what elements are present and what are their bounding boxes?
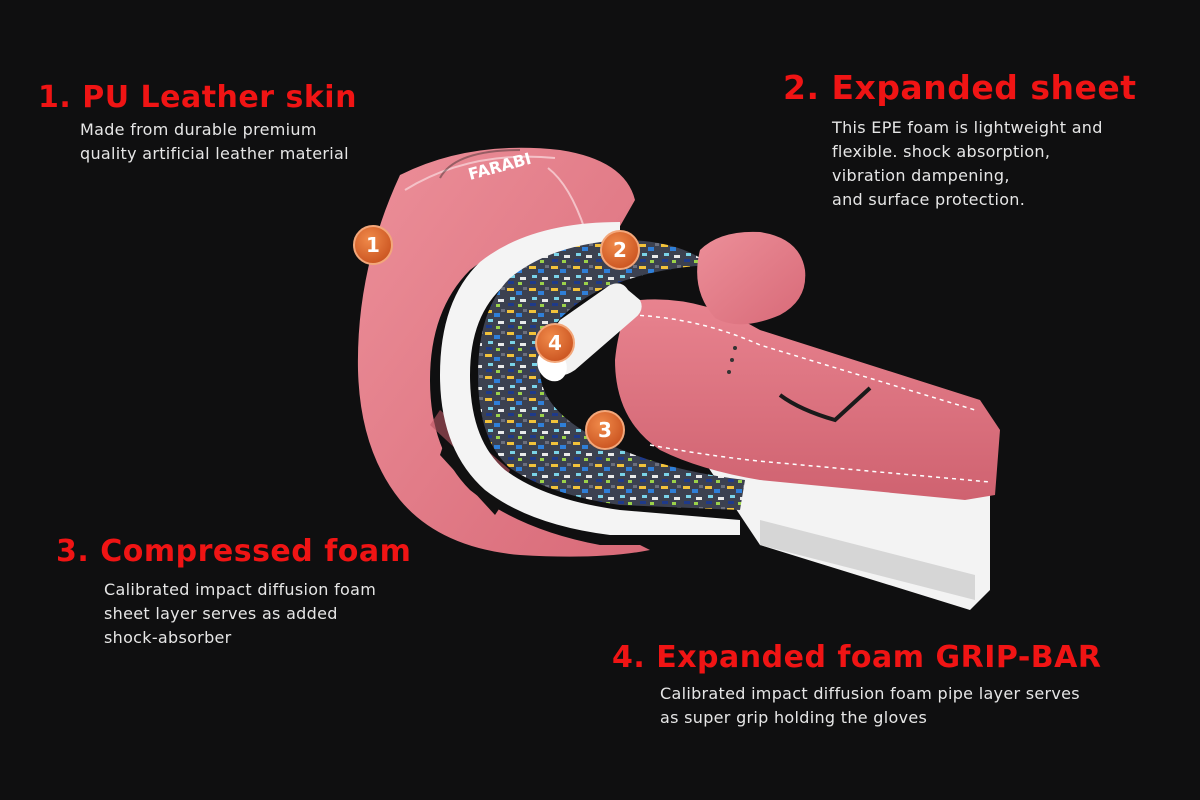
svg-text:2: 2 <box>613 238 627 262</box>
svg-text:1: 1 <box>366 233 380 257</box>
compressed-foam-description: Calibrated impact diffusion foam sheet l… <box>104 578 376 650</box>
layer-badge-3: 3 <box>585 410 625 450</box>
svg-text:3: 3 <box>598 418 612 442</box>
glove-thumb <box>697 231 806 325</box>
description-line: shock-absorber <box>104 628 232 647</box>
layer-badge-2: 2 <box>600 230 640 270</box>
svg-text:4: 4 <box>548 331 562 355</box>
description-line: This EPE foam is lightweight and <box>832 118 1103 137</box>
description-line: flexible. shock absorption, <box>832 142 1051 161</box>
glove-cuff <box>615 299 1000 610</box>
compressed-foam-title: 3. Compressed foam <box>56 534 412 569</box>
description-line: sheet layer serves as added <box>104 604 338 623</box>
description-line: Calibrated impact diffusion foam <box>104 580 377 599</box>
grip-bar-description: Calibrated impact diffusion foam pipe la… <box>660 682 1080 730</box>
description-line: vibration dampening, <box>832 166 1010 185</box>
layer-badge-1: 1 <box>353 225 393 265</box>
description-line: quality artificial leather material <box>80 144 349 163</box>
grip-bar-title: 4. Expanded foam GRIP-BAR <box>612 640 1102 675</box>
layer-badge-4: 4 <box>535 323 575 363</box>
compressed-foam-layer <box>478 240 745 510</box>
description-line: as super grip holding the gloves <box>660 708 928 727</box>
pu-leather-description: Made from durable premium quality artifi… <box>80 118 349 166</box>
pu-leather-title: 1. PU Leather skin <box>38 80 357 115</box>
description-line: and surface protection. <box>832 190 1026 209</box>
expanded-sheet-title: 2. Expanded sheet <box>783 68 1137 107</box>
description-line: Calibrated impact diffusion foam pipe la… <box>660 684 1080 703</box>
expanded-sheet-description: This EPE foam is lightweight and flexibl… <box>832 116 1103 212</box>
description-line: Made from durable premium <box>80 120 317 139</box>
